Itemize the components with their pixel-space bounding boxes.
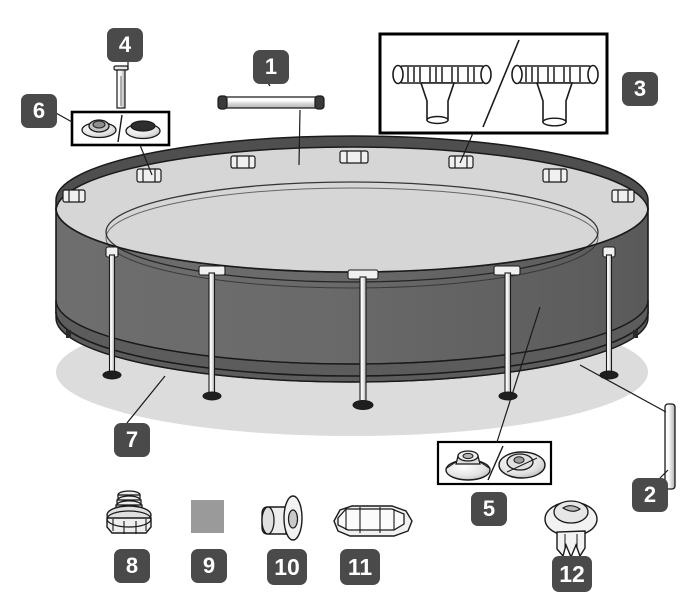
callout-badge-4[interactable]: 4: [107, 28, 143, 62]
pool-leg: [599, 246, 619, 380]
pool-leg: [347, 269, 379, 410]
callout-badge-6[interactable]: 6: [21, 94, 57, 128]
callout-badge-5[interactable]: 5: [471, 492, 507, 526]
part-repair-patch: [191, 500, 224, 533]
rim-clip: [542, 168, 568, 183]
pool-leg-group: [66, 246, 638, 410]
foot-cap-top: [498, 451, 546, 479]
rim-clip: [62, 189, 86, 203]
part-push-rivet-anchor: [544, 500, 598, 559]
t-connector-left: [392, 64, 492, 125]
rim-clip: [230, 155, 256, 169]
callout-badge-9[interactable]: 9: [191, 549, 227, 583]
callout-badge-8[interactable]: 8: [114, 549, 150, 583]
leader-line-7: [126, 375, 166, 424]
part-leg-pole: [664, 403, 676, 490]
leader-line-3: [459, 132, 474, 164]
leader-line-1: [298, 109, 301, 166]
t-connector-detail-box: [378, 32, 609, 135]
callout-badge-10[interactable]: 10: [267, 549, 307, 585]
rim-cap-detail-box: [70, 110, 171, 147]
pool-leg: [102, 246, 122, 380]
leader-line-6b: [139, 144, 153, 176]
pool-top-rim: [55, 135, 649, 212]
pool-bottom-edge: [55, 311, 649, 377]
callout-badge-11[interactable]: 11: [340, 549, 380, 585]
part-locking-pin: [113, 65, 129, 109]
part-inlet-plug: [261, 495, 303, 541]
rim-clip: [136, 168, 162, 183]
rim-clip: [611, 189, 635, 203]
part-rim-tube: [217, 95, 325, 110]
callout-badge-12[interactable]: 12: [552, 556, 592, 592]
pool-leg-far: [66, 330, 638, 338]
leader-line-5: [496, 306, 541, 443]
t-connector-right: [511, 64, 599, 127]
leader-line-2b: [579, 364, 667, 413]
rim-clip: [339, 150, 369, 164]
part-drain-valve-cap: [106, 490, 152, 534]
callout-badge-3[interactable]: 3: [622, 72, 658, 106]
callout-badge-7[interactable]: 7: [114, 423, 150, 457]
callout-badge-2[interactable]: 2: [632, 478, 668, 512]
rim-clip-group: [62, 150, 635, 203]
pool-leg: [198, 265, 226, 401]
cap-top-view: [81, 119, 117, 139]
leader-line-2: [659, 469, 669, 479]
callout-badge-1[interactable]: 1: [253, 50, 289, 84]
part-strainer-nut: [333, 505, 413, 537]
foot-cap-side: [445, 450, 491, 481]
foot-cap-detail-box: [436, 440, 553, 486]
cap-bottom-view: [125, 120, 161, 140]
pool-mid-band: [55, 299, 649, 383]
